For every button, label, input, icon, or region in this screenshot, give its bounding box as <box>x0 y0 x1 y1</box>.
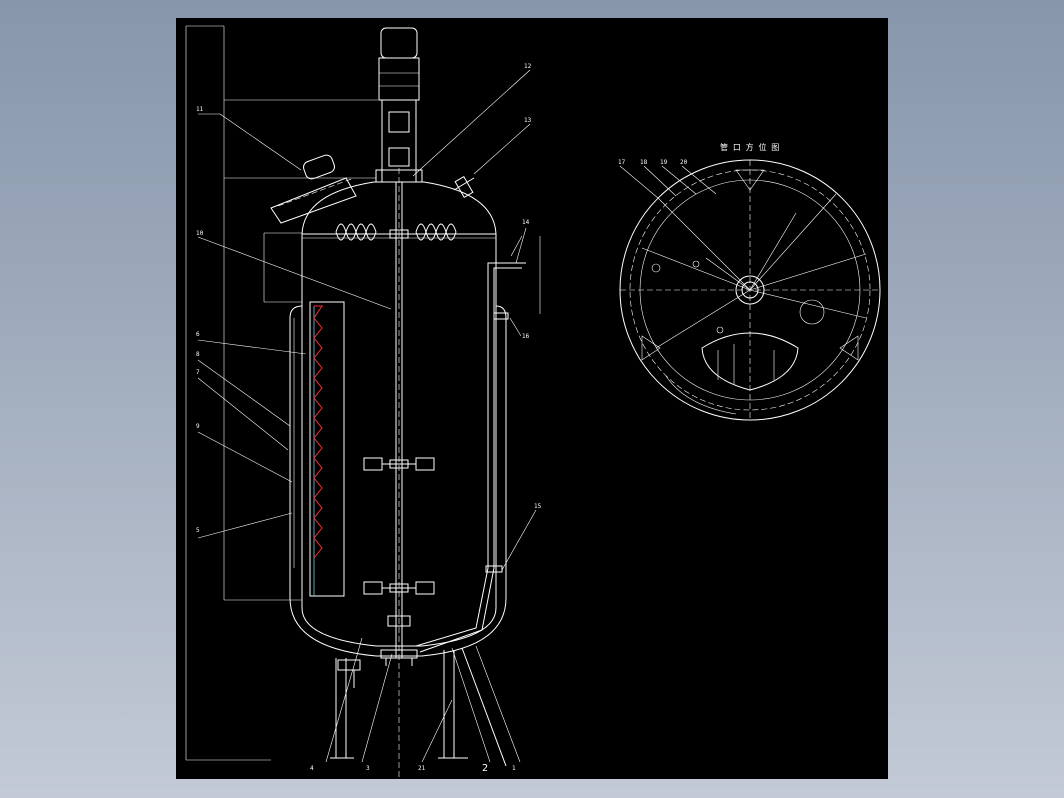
agitator <box>363 168 435 778</box>
callout-10: 10 <box>196 230 204 237</box>
callout-16: 16 <box>522 333 530 340</box>
manhole <box>270 154 357 224</box>
callout-6: 6 <box>196 331 200 338</box>
bottom-outlet <box>380 649 418 666</box>
callouts: 11 12 13 14 10 6 8 7 9 5 16 15 4 3 21 2 … <box>196 63 779 774</box>
frame-lines <box>185 25 378 761</box>
motor-drive <box>375 27 423 183</box>
callout-7: 7 <box>196 369 200 376</box>
support-legs <box>330 647 507 767</box>
jacket <box>289 305 507 657</box>
callout-15: 15 <box>534 503 542 510</box>
nozzle-orientation-view <box>619 159 881 421</box>
drawing-sheet: 11 12 13 14 10 6 8 7 9 5 16 15 4 3 21 2 … <box>176 18 888 779</box>
top-coil <box>335 223 457 241</box>
callout-2: 2 <box>482 763 488 774</box>
cad-drawing: 11 12 13 14 10 6 8 7 9 5 16 15 4 3 21 2 … <box>185 25 881 778</box>
callout-12: 12 <box>524 63 532 70</box>
callout-4: 4 <box>310 765 314 772</box>
jacket-pipe <box>415 227 541 653</box>
callout-14: 14 <box>522 219 530 226</box>
callout-19: 19 <box>660 159 668 166</box>
callout-3: 3 <box>366 765 370 772</box>
callout-1: 1 <box>512 765 516 772</box>
callout-17: 17 <box>618 159 626 166</box>
callout-13: 13 <box>524 117 532 124</box>
callout-11: 11 <box>196 106 204 113</box>
callout-9: 9 <box>196 423 200 430</box>
callout-18: 18 <box>640 159 648 166</box>
nozzle-13 <box>453 176 475 198</box>
callout-8: 8 <box>196 351 200 358</box>
orientation-title: 管 口 方 位 图 <box>720 142 779 152</box>
baffle <box>309 301 345 597</box>
callout-20: 20 <box>680 159 688 166</box>
leader-lines <box>197 69 537 763</box>
callout-21: 21 <box>418 765 426 772</box>
callout-5: 5 <box>196 527 200 534</box>
side-bracket <box>263 232 302 303</box>
